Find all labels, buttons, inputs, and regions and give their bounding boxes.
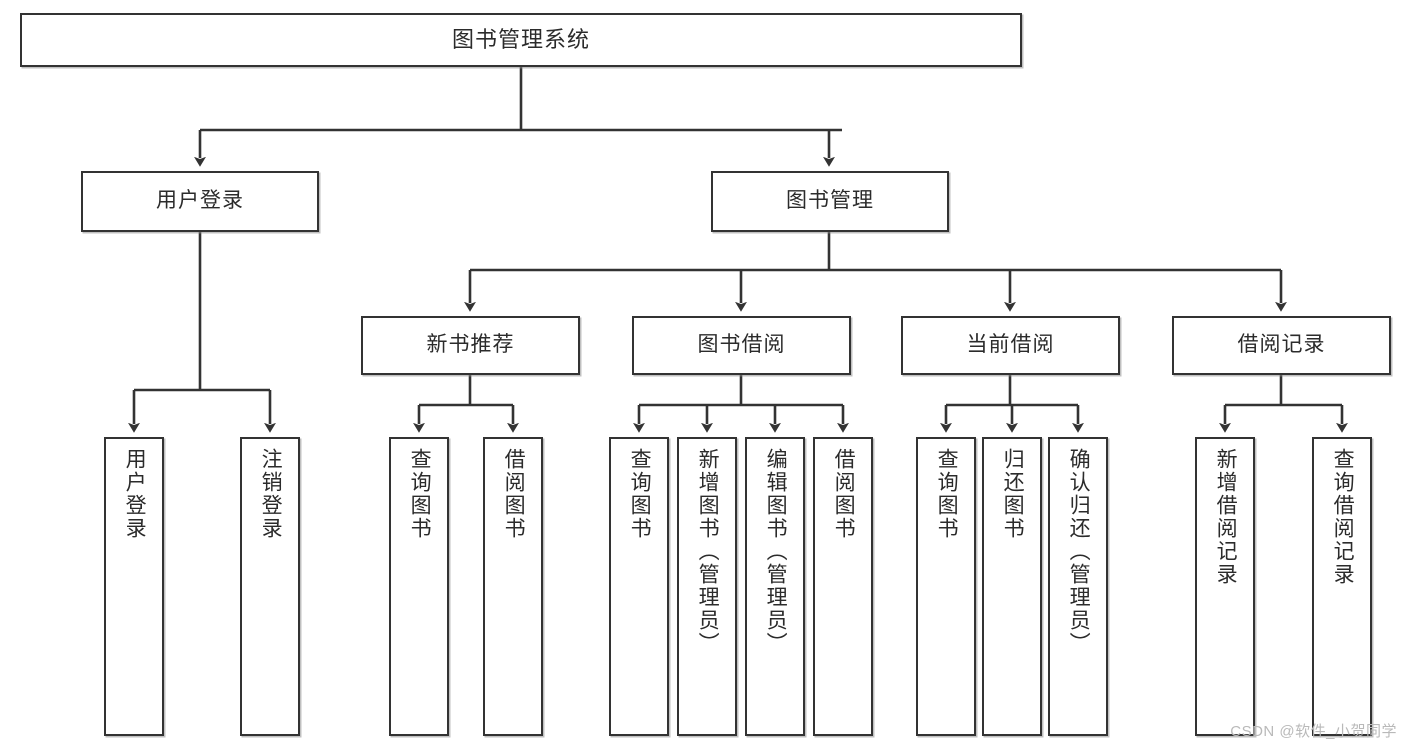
- node-current-borrow[interactable]: 当前借阅: [901, 316, 1120, 375]
- leaf-user-login[interactable]: 用户登录: [104, 437, 164, 736]
- watermark: CSDN @软件_小贺同学: [1230, 723, 1397, 740]
- node-user-login-label: 用户登录: [156, 189, 244, 213]
- leaf-query-record-label: 查询借阅记录: [1331, 448, 1355, 586]
- node-book-manage-label: 图书管理: [786, 189, 874, 213]
- node-borrow-record[interactable]: 借阅记录: [1172, 316, 1391, 375]
- leaf-borrow-book-rec[interactable]: 借阅图书: [483, 437, 543, 736]
- leaf-add-book-label: 新增图书（管理员）: [696, 448, 720, 655]
- leaf-user-login-label: 用户登录: [123, 448, 147, 540]
- node-root-label: 图书管理系统: [451, 27, 590, 53]
- leaf-query-record[interactable]: 查询借阅记录: [1312, 437, 1372, 736]
- node-root[interactable]: 图书管理系统: [20, 13, 1022, 67]
- leaf-add-record-label: 新增借阅记录: [1214, 448, 1238, 586]
- leaf-confirm-return-label: 确认归还（管理员）: [1067, 448, 1091, 655]
- node-book-borrow[interactable]: 图书借阅: [632, 316, 851, 375]
- leaf-query-book-label: 查询图书: [628, 448, 652, 540]
- node-book-borrow-label: 图书借阅: [697, 333, 786, 357]
- leaf-user-logout[interactable]: 注销登录: [240, 437, 300, 736]
- node-book-manage[interactable]: 图书管理: [711, 171, 949, 232]
- node-borrow-record-label: 借阅记录: [1237, 333, 1326, 357]
- leaf-query-book-rec[interactable]: 查询图书: [389, 437, 449, 736]
- leaf-return-book-label: 归还图书: [1001, 448, 1025, 540]
- node-current-borrow-label: 当前借阅: [966, 333, 1055, 357]
- node-new-book-rec-label: 新书推荐: [426, 333, 515, 357]
- leaf-edit-book[interactable]: 编辑图书（管理员）: [745, 437, 805, 736]
- leaf-query-book-cur-label: 查询图书: [935, 448, 959, 540]
- leaf-borrow-book[interactable]: 借阅图书: [813, 437, 873, 736]
- leaf-query-book-cur[interactable]: 查询图书: [916, 437, 976, 736]
- node-new-book-rec[interactable]: 新书推荐: [361, 316, 580, 375]
- leaf-add-record[interactable]: 新增借阅记录: [1195, 437, 1255, 736]
- leaf-query-book-rec-label: 查询图书: [408, 448, 432, 540]
- leaf-add-book[interactable]: 新增图书（管理员）: [677, 437, 737, 736]
- leaf-edit-book-label: 编辑图书（管理员）: [764, 448, 788, 655]
- leaf-query-book[interactable]: 查询图书: [609, 437, 669, 736]
- leaf-borrow-book-label: 借阅图书: [832, 448, 856, 540]
- leaf-return-book[interactable]: 归还图书: [982, 437, 1042, 736]
- leaf-borrow-book-rec-label: 借阅图书: [502, 448, 526, 540]
- leaf-confirm-return[interactable]: 确认归还（管理员）: [1048, 437, 1108, 736]
- leaf-user-logout-label: 注销登录: [259, 448, 283, 540]
- node-user-login[interactable]: 用户登录: [81, 171, 319, 232]
